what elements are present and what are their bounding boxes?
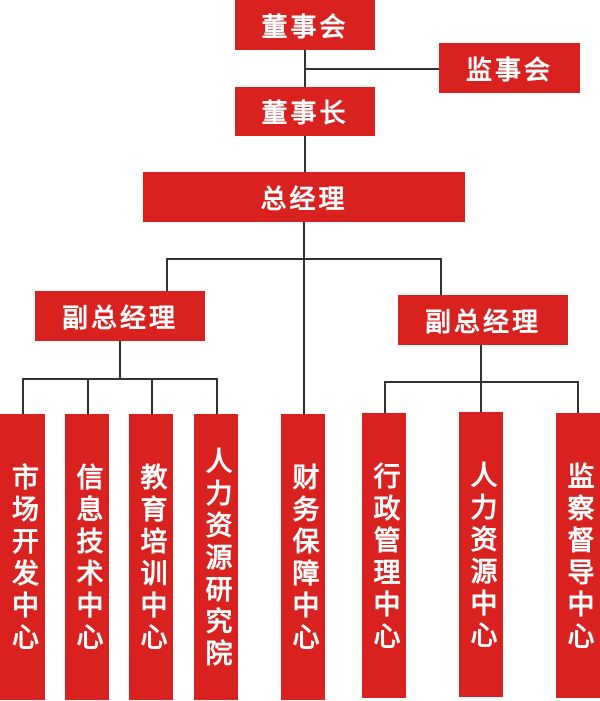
department-finance: 财务保障中心: [281, 414, 325, 700]
connector-line: [384, 381, 578, 383]
connector-line: [166, 258, 442, 260]
department-supervision: 监察督导中心: [556, 413, 600, 698]
connector-line: [166, 258, 168, 291]
connector-line: [480, 345, 482, 413]
connector-line: [119, 341, 121, 379]
connector-line: [384, 381, 386, 414]
department-information-technology: 信息技术中心: [65, 414, 109, 700]
board-box: 董事会: [235, 0, 375, 50]
supervisory-board-box: 监事会: [439, 43, 580, 93]
connector-line: [22, 378, 24, 414]
department-human-resources: 人力资源中心: [459, 412, 503, 697]
connector-line: [22, 378, 218, 380]
chairman-box: 董事长: [235, 87, 375, 136]
connector-line: [87, 378, 89, 414]
connector-line: [151, 378, 153, 414]
department-hr-research-institute: 人力资源研究院: [194, 414, 238, 700]
vp-right-box: 副总经理: [398, 295, 568, 345]
general-manager-box: 总经理: [143, 172, 465, 222]
vp-left-box: 副总经理: [35, 291, 205, 341]
connector-line: [577, 381, 579, 414]
connector-line: [303, 222, 305, 414]
connector-line: [216, 378, 218, 414]
connector-line: [304, 136, 306, 172]
department-administration: 行政管理中心: [362, 413, 406, 698]
connector-line: [304, 68, 440, 70]
department-market-development: 市场开发中心: [0, 414, 45, 700]
department-education-training: 教育培训中心: [129, 414, 173, 700]
connector-line: [440, 258, 442, 295]
